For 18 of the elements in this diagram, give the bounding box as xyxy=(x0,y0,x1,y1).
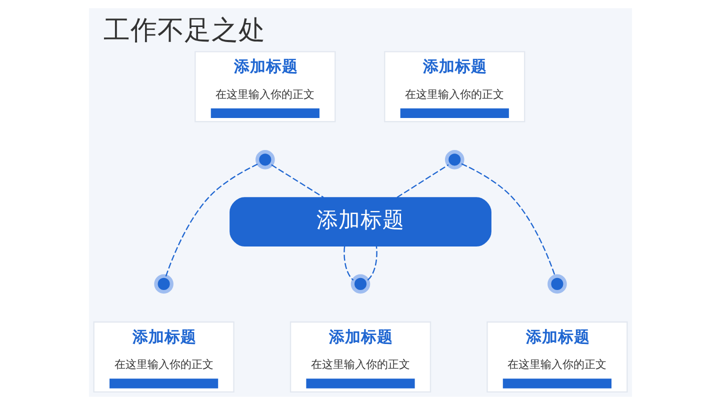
node-circle xyxy=(154,274,173,294)
connector xyxy=(396,164,448,198)
connector xyxy=(164,163,258,276)
node-box: 添加标题 xyxy=(229,197,491,247)
node-circle xyxy=(444,150,464,170)
connector xyxy=(270,164,324,198)
diagram-title: 工作不足之处 xyxy=(102,15,265,46)
node-circle xyxy=(255,150,274,170)
connector xyxy=(460,163,556,276)
node-box: 添加标题 在这里输入你的正文 xyxy=(486,321,628,393)
connector xyxy=(343,246,354,281)
connector xyxy=(366,246,377,281)
node-box: 添加标题 在这里输入你的正文 xyxy=(289,321,431,393)
node-box: 添加标题 在这里输入你的正文 xyxy=(384,51,525,122)
node-box: 添加标题 在这里输入你的正文 xyxy=(194,51,336,122)
node-box: 添加标题 在这里输入你的正文 xyxy=(92,321,234,393)
node-circle xyxy=(350,274,370,294)
node-circle xyxy=(547,274,566,294)
